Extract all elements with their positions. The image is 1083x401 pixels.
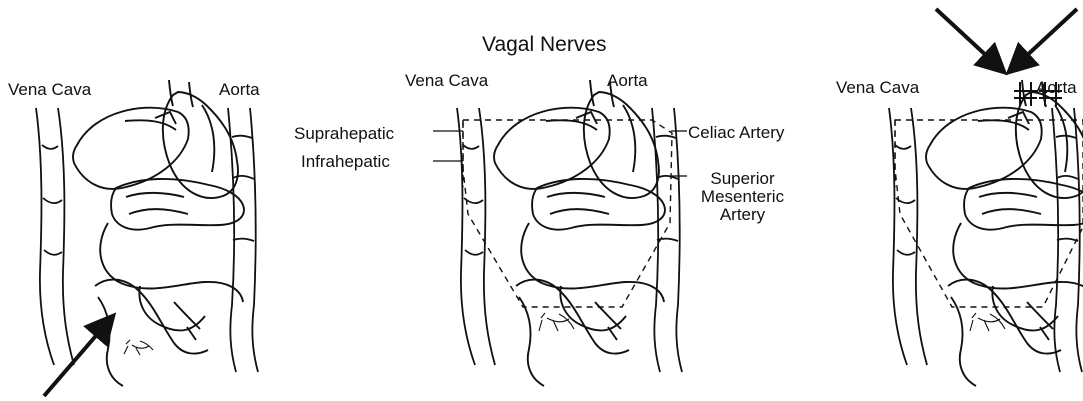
superior-mesenteric-artery-label: Superior Mesenteric Artery [680, 170, 805, 224]
colon-right [948, 280, 1061, 354]
aorta-label-right: Aorta [1036, 79, 1077, 97]
artery-label-line: Artery [680, 206, 805, 224]
aorta-vessel-middle [652, 108, 682, 372]
mesenteric-label-line: Mesenteric [680, 188, 805, 206]
superior-label-line: Superior [680, 170, 805, 188]
infrahepatic-label: Infrahepatic [301, 153, 390, 171]
aorta-label-left: Aorta [219, 81, 260, 99]
arrow-upper-right [1009, 9, 1077, 72]
panel-left [36, 80, 258, 396]
dashed-boundary-middle [463, 120, 672, 307]
suprahepatic-label: Suprahepatic [294, 125, 394, 143]
celiac-artery-label: Celiac Artery [688, 124, 784, 142]
organ-group-right [926, 80, 1083, 386]
vagal-nerves-title: Vagal Nerves [482, 34, 607, 56]
vena-cava-vessel-left [36, 108, 74, 365]
arrow-upper-left [936, 9, 1004, 72]
organ-group-left [73, 80, 244, 386]
aorta-label-middle: Aorta [607, 72, 648, 90]
leader-lines-middle [433, 131, 687, 176]
vena-cava-label-right: Vena Cava [836, 79, 919, 97]
organ-group-middle [494, 80, 665, 386]
arrow-lower-left [44, 316, 113, 396]
colon-middle [516, 280, 629, 354]
panel-right [889, 9, 1083, 386]
vessel-branches-left [124, 340, 153, 355]
panel-middle [433, 80, 687, 386]
aorta-vessel-left [228, 108, 258, 372]
vena-cava-label-middle: Vena Cava [405, 72, 488, 90]
vena-cava-label-left: Vena Cava [8, 81, 91, 99]
